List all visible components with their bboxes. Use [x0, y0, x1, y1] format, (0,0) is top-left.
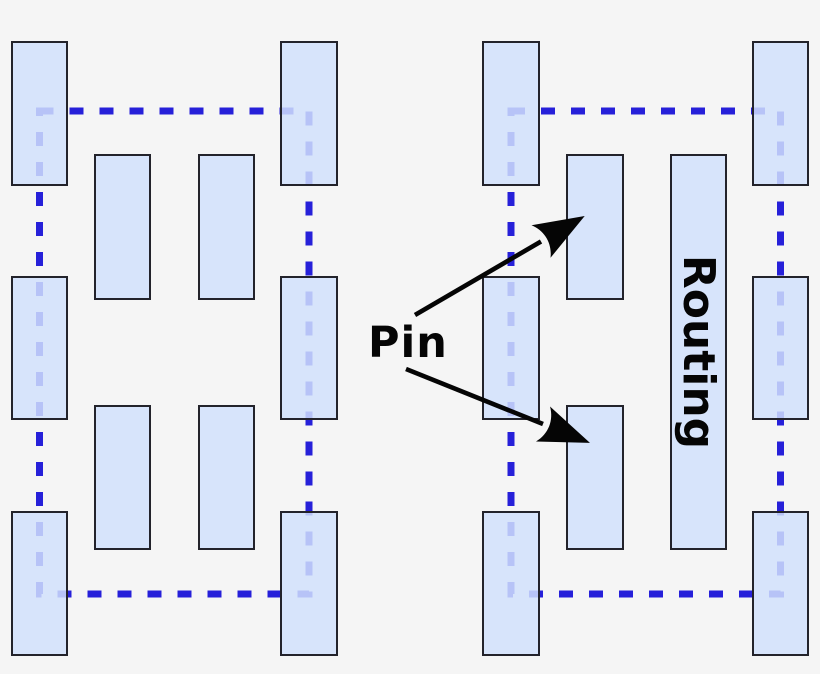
cell-block: [11, 276, 68, 420]
routing-label: Routing: [673, 254, 724, 450]
cell-block: [752, 41, 809, 186]
cell-block: [94, 405, 151, 550]
cell-block: [482, 41, 540, 186]
cell-block: [280, 41, 338, 186]
cell-block: [11, 511, 68, 656]
cell-block: [752, 511, 809, 656]
cell-block: [94, 154, 151, 300]
pin-label: Pin: [368, 318, 448, 368]
pin-arrow-upper: [413, 216, 585, 317]
cell-block: [11, 41, 68, 186]
cell-block: [752, 276, 809, 420]
cell-block: [280, 511, 338, 656]
cell-block: [198, 154, 255, 300]
cell-block: [482, 276, 540, 420]
cell-block: [482, 511, 540, 656]
cell-block: [280, 276, 338, 420]
routing-channel-block: [670, 154, 727, 550]
cell-block: [198, 405, 255, 550]
pin-arrow-lower: [405, 366, 590, 443]
